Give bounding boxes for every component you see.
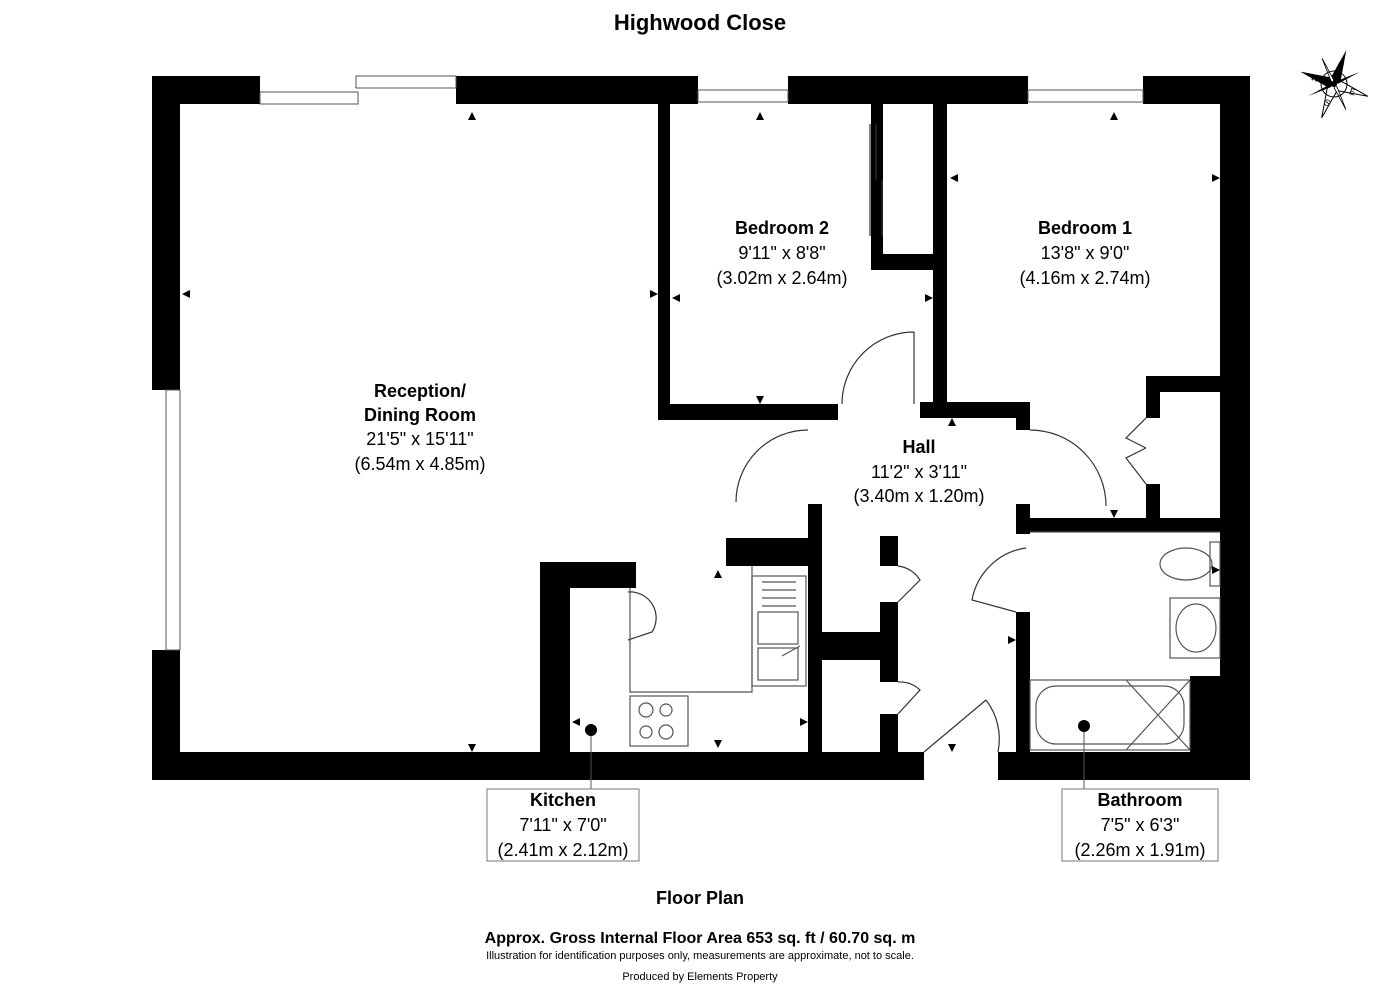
compass-e-label: E — [1348, 86, 1357, 97]
disclaimer-text: Illustration for identification purposes… — [486, 950, 914, 962]
kitchen-fixtures — [585, 566, 807, 747]
svg-text:(3.40m x 1.20m): (3.40m x 1.20m) — [853, 486, 984, 506]
basin-icon — [1169, 597, 1221, 659]
room-label-hall: Hall 11'2" x 3'11" (3.40m x 1.20m) — [853, 437, 984, 506]
svg-text:13'8" x 9'0": 13'8" x 9'0" — [1041, 243, 1130, 263]
bath-icon — [1029, 679, 1191, 751]
room-label-reception: Reception/ Dining Room 21'5" x 15'11" (6… — [354, 381, 485, 474]
compass-s-label: S — [1323, 97, 1332, 108]
shower-drain-icon — [1078, 720, 1090, 732]
plan-subtitle: Floor Plan — [656, 888, 744, 908]
room-label-bathroom: Bathroom 7'5" x 6'3" (2.26m x 1.91m) — [1074, 790, 1205, 860]
svg-text:21'5" x 15'11": 21'5" x 15'11" — [366, 429, 473, 449]
windows — [165, 75, 1144, 651]
svg-text:Bathroom: Bathroom — [1098, 790, 1183, 810]
svg-text:Dining Room: Dining Room — [364, 405, 476, 425]
interior-walls — [540, 104, 1220, 752]
svg-text:Reception/: Reception/ — [374, 381, 466, 401]
plan-title: Highwood Close — [614, 10, 786, 35]
svg-text:Kitchen: Kitchen — [530, 790, 596, 810]
room-label-bedroom2: Bedroom 2 9'11" x 8'8" (3.02m x 2.64m) — [716, 218, 847, 288]
compass-rose-icon: N E S W — [1300, 50, 1369, 119]
svg-text:(3.02m x 2.64m): (3.02m x 2.64m) — [716, 268, 847, 288]
svg-text:(2.41m x 2.12m): (2.41m x 2.12m) — [497, 840, 628, 860]
toilet-icon — [1159, 547, 1213, 581]
svg-text:Hall: Hall — [902, 437, 935, 457]
kitchen-label-box — [486, 788, 640, 862]
svg-text:11'2" x 3'11": 11'2" x 3'11" — [871, 462, 967, 482]
boiler-icon — [585, 724, 597, 736]
room-label-bedroom1: Bedroom 1 13'8" x 9'0" (4.16m x 2.74m) — [1019, 218, 1150, 288]
bathroom-fixtures — [1029, 531, 1221, 751]
credit-text: Produced by Elements Property — [622, 971, 778, 983]
svg-text:Bedroom 1: Bedroom 1 — [1038, 218, 1132, 238]
svg-text:(2.26m x 1.91m): (2.26m x 1.91m) — [1074, 840, 1205, 860]
compass-w-label: W — [1309, 72, 1321, 84]
compass-n-label: N — [1336, 60, 1346, 72]
svg-text:7'5" x 6'3": 7'5" x 6'3" — [1101, 815, 1180, 835]
svg-text:Bedroom 2: Bedroom 2 — [735, 218, 829, 238]
svg-text:7'11" x 7'0": 7'11" x 7'0" — [519, 815, 606, 835]
room-label-kitchen: Kitchen 7'11" x 7'0" (2.41m x 2.12m) — [497, 790, 628, 860]
doors — [627, 124, 1147, 753]
svg-text:(4.16m x 2.74m): (4.16m x 2.74m) — [1019, 268, 1150, 288]
floor-area-text: Approx. Gross Internal Floor Area 653 sq… — [485, 930, 916, 947]
sink-icon — [751, 575, 807, 687]
svg-text:(6.54m x 4.85m): (6.54m x 4.85m) — [354, 454, 485, 474]
hob-icon — [629, 695, 689, 747]
dimension-markers — [182, 112, 1220, 752]
svg-text:9'11" x 8'8": 9'11" x 8'8" — [738, 243, 825, 263]
bathroom-label-box — [1061, 788, 1219, 862]
exterior-walls — [152, 76, 1250, 780]
